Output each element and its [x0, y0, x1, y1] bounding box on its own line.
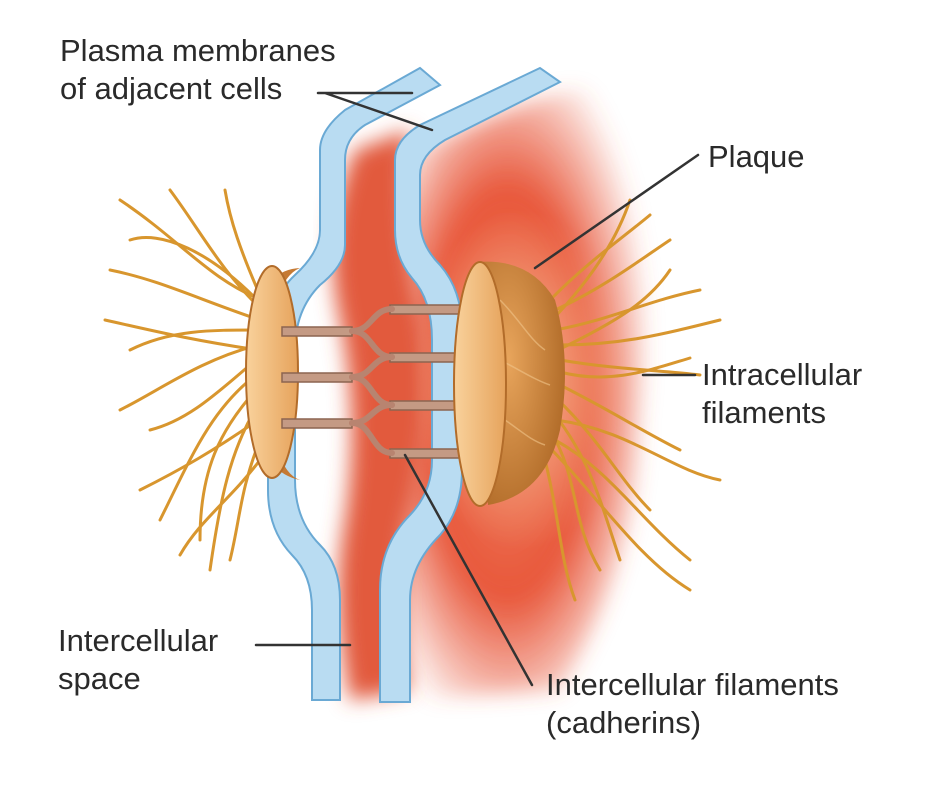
cadherin-right-3: [389, 400, 461, 411]
right-plaque: [453, 261, 565, 507]
cadherin-right-4: [389, 448, 461, 459]
cadherin-left-3: [281, 418, 353, 429]
left-intracellular-filaments: [103, 188, 264, 572]
middle-cytoplasm: [332, 130, 430, 700]
right-intracellular-filaments: [543, 198, 722, 602]
cadherin-right-2: [389, 352, 461, 363]
right-membrane: [379, 66, 562, 703]
membrane-leader: [316, 91, 434, 132]
plaque-label: Plaque: [708, 139, 805, 174]
cadherin-left-1: [281, 326, 353, 337]
intercellular-filaments-label: Intercellular filaments (cadherins): [546, 667, 839, 740]
intercellular-space-label: Intercellular space: [58, 623, 219, 696]
leader-lines: [254, 91, 700, 687]
plasma-membranes-label: Plasma membranes of adjacent cells: [60, 33, 336, 106]
cadherins: [281, 304, 461, 459]
cadherin-leader: [403, 453, 534, 687]
cadherin-left-2: [281, 372, 353, 383]
cadherin-right-1: [389, 304, 461, 315]
intracellular-filaments-label: Intracellular filaments: [702, 357, 863, 430]
plaque-leader: [533, 153, 700, 270]
